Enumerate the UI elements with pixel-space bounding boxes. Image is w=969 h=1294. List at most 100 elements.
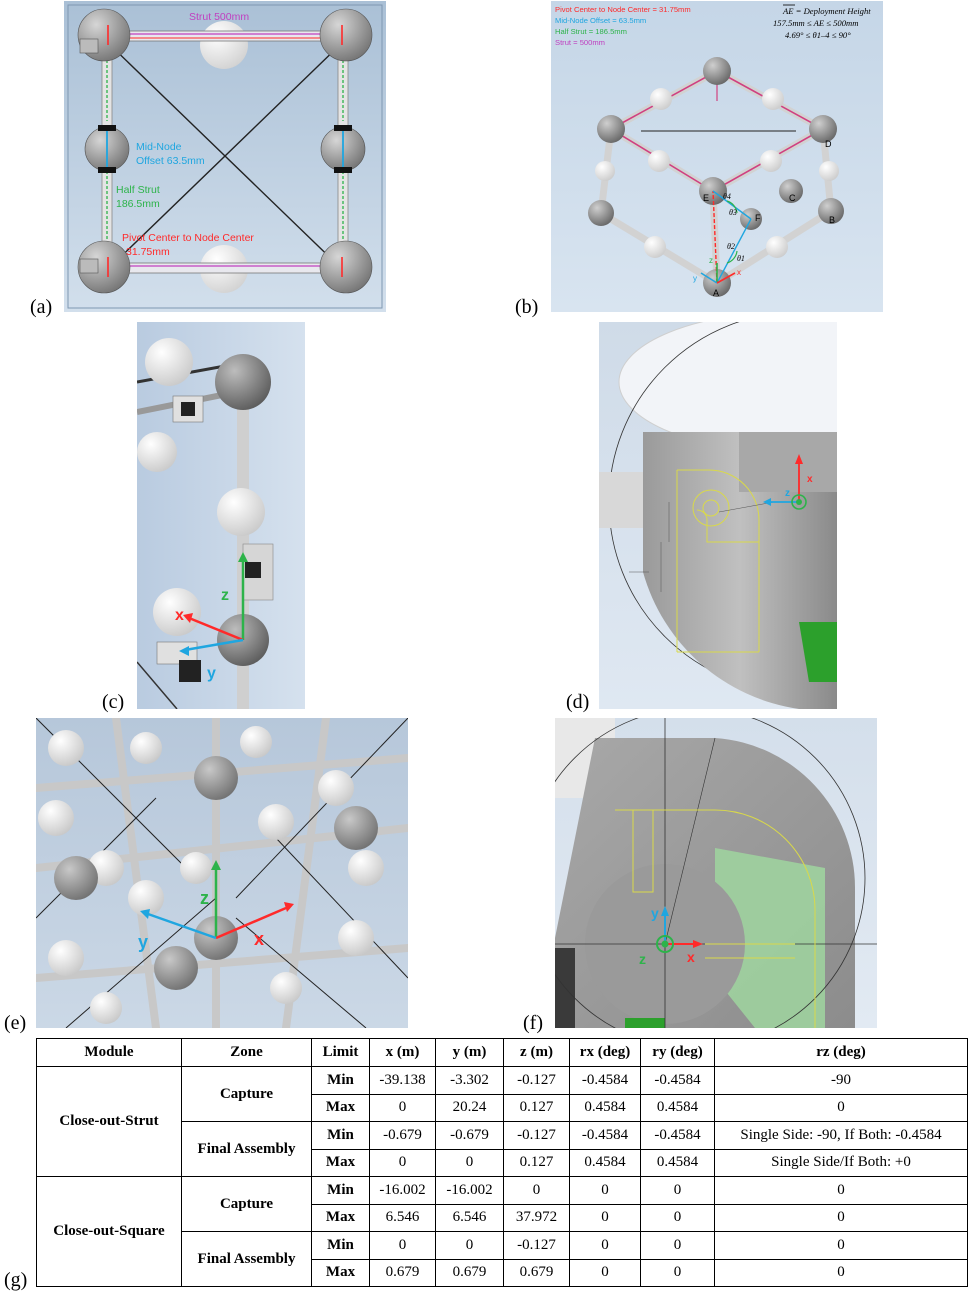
node-label-c: C <box>789 193 796 203</box>
x-cell: -39.138 <box>369 1066 436 1095</box>
rz-cell: 0 <box>714 1176 968 1205</box>
zone-cell: Final Assembly <box>181 1121 312 1177</box>
node-label-f: F <box>755 213 761 223</box>
rz-cell: 0 <box>714 1258 968 1287</box>
limit-cell: Min <box>311 1066 370 1095</box>
z-cell: -0.127 <box>503 1066 570 1095</box>
table-header-row: Module Zone Limit x (m) y (m) z (m) rx (… <box>36 1038 968 1067</box>
panel-c-axis-y: y <box>207 665 216 682</box>
panel-label-d: (d) <box>566 691 590 713</box>
node-label-e: E <box>703 193 709 203</box>
panel-label-a: (a) <box>30 296 53 318</box>
node-label-d: D <box>825 139 832 149</box>
y-cell: 6.546 <box>435 1203 504 1232</box>
theta-4-label: θ4 <box>723 192 731 201</box>
axis-x-label: x <box>737 268 741 277</box>
rz-cell: 0 <box>714 1231 968 1260</box>
theta-2-label: θ2 <box>727 242 735 251</box>
z-cell: 0.127 <box>503 1093 570 1122</box>
z-cell: -0.127 <box>503 1121 570 1150</box>
x-cell: -16.002 <box>369 1176 436 1205</box>
x-cell: 0 <box>369 1093 436 1122</box>
table-row: Max 6.546 6.546 37.972 0 0 0 <box>37 1203 968 1232</box>
header-x: x (m) <box>369 1038 436 1067</box>
theta-1-label: θ1 <box>737 254 745 263</box>
panel-f-axis-x: x <box>687 949 695 965</box>
node-label-b: B <box>829 215 835 225</box>
z-cell: 37.972 <box>503 1203 570 1232</box>
rz-cell: Single Side: -90, If Both: -0.4584 <box>714 1121 968 1150</box>
z-cell: -0.127 <box>503 1231 570 1260</box>
ry-cell: 0 <box>640 1176 715 1205</box>
table-row: Max 0.679 0.679 0.679 0 0 0 <box>37 1258 968 1287</box>
table-row: Final Assembly Min 0 0 -0.127 0 0 0 <box>37 1231 968 1287</box>
pivot-label-line1: Pivot Center to Node Center <box>122 232 254 244</box>
panel-c-axis-z: z <box>221 587 229 604</box>
x-cell: 0 <box>369 1148 436 1177</box>
panel-f-axis-z: z <box>639 951 646 967</box>
limit-cell: Min <box>311 1231 370 1260</box>
header-module: Module <box>36 1038 182 1067</box>
header-limit: Limit <box>311 1038 370 1067</box>
ry-cell: 0.4584 <box>640 1148 715 1177</box>
header-y: y (m) <box>435 1038 504 1067</box>
table-row: Final Assembly Min -0.679 -0.679 -0.127 … <box>37 1121 968 1177</box>
rx-cell: -0.4584 <box>569 1066 641 1095</box>
rx-cell: -0.4584 <box>569 1121 641 1150</box>
panel-a-image: Strut 500mm Mid-Node Offset 63.5mm Half … <box>64 1 386 312</box>
z-cell: 0 <box>503 1176 570 1205</box>
node-label-a: A <box>713 288 719 298</box>
half-strut-label-line1: Half Strut <box>116 184 160 196</box>
panel-c-axis-x: x <box>175 607 184 624</box>
limits-table: Module Zone Limit x (m) y (m) z (m) rx (… <box>36 1038 968 1287</box>
table-row: Close-out-Square Capture Min -16.002 -16… <box>36 1176 968 1287</box>
y-cell: 0.679 <box>435 1258 504 1287</box>
rz-cell: 0 <box>714 1093 968 1122</box>
ry-cell: -0.4584 <box>640 1066 715 1095</box>
limit-cell: Min <box>311 1121 370 1150</box>
mid-node-label-line1: Mid-Node <box>136 141 182 153</box>
mid-node-label-line2: Offset 63.5mm <box>136 155 205 167</box>
y-cell: -0.679 <box>435 1121 504 1150</box>
y-cell: 20.24 <box>435 1093 504 1122</box>
ry-cell: 0 <box>640 1258 715 1287</box>
equation-angle-range: 4.69° ≤ θ1–4 ≤ 90° <box>785 30 851 40</box>
z-cell: 0.679 <box>503 1258 570 1287</box>
panel-label-f: (f) <box>523 1012 543 1034</box>
table-row: Close-out-Strut Capture Min -39.138 -3.3… <box>36 1066 968 1177</box>
panel-d-image: x z <box>599 322 837 709</box>
ry-cell: 0 <box>640 1203 715 1232</box>
limit-cell: Max <box>311 1203 370 1232</box>
module-cell: Close-out-Strut <box>36 1066 182 1177</box>
header-ry: ry (deg) <box>640 1038 715 1067</box>
panel-d-axis-z: z <box>785 488 790 499</box>
panel-e-axis-y: y <box>138 932 148 952</box>
panel-e-image: z x y <box>36 718 408 1028</box>
limit-cell: Max <box>311 1148 370 1177</box>
rx-cell: 0 <box>569 1176 641 1205</box>
half-strut-label-line2: 186.5mm <box>116 198 160 210</box>
panel-e-axis-x: x <box>254 929 264 949</box>
panel-f-image: y x z <box>555 718 877 1028</box>
rx-cell: 0 <box>569 1231 641 1260</box>
ry-cell: -0.4584 <box>640 1121 715 1150</box>
legend-strut: Strut = 500mm <box>555 38 605 47</box>
axis-z-label: z <box>709 256 713 265</box>
panel-c-image: z x y <box>137 322 305 709</box>
legend-mid-node: Mid-Node Offset = 63.5mm <box>555 16 646 25</box>
legend-pivot: Pivot Center to Node Center = 31.75mm <box>555 5 691 14</box>
rx-cell: 0.4584 <box>569 1093 641 1122</box>
zone-cell: Final Assembly <box>181 1231 312 1287</box>
y-cell: 0 <box>435 1148 504 1177</box>
equation-height-range: 157.5mm ≤ AE ≤ 500mm <box>773 18 858 28</box>
panel-label-e: (e) <box>4 1012 27 1034</box>
rz-cell: -90 <box>714 1066 968 1095</box>
header-rx: rx (deg) <box>569 1038 641 1067</box>
limit-cell: Max <box>311 1258 370 1287</box>
legend-half-strut: Half Strut = 186.5mm <box>555 27 627 36</box>
header-z: z (m) <box>503 1038 570 1067</box>
header-zone: Zone <box>181 1038 312 1067</box>
panel-label-g: (g) <box>4 1269 28 1291</box>
rx-cell: 0 <box>569 1258 641 1287</box>
x-cell: 0 <box>369 1231 436 1260</box>
